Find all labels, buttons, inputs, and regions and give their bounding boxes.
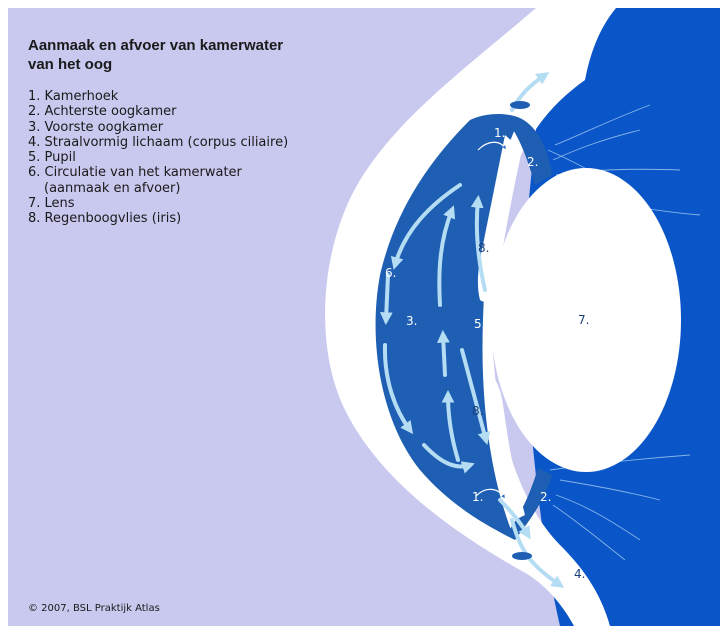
label-pupil: 5. bbox=[474, 317, 485, 331]
label-straalvormig: 4. bbox=[574, 567, 585, 581]
schlemm-canal-bottom bbox=[512, 552, 532, 560]
legend-item: (aanmaak en afvoer) bbox=[28, 181, 288, 196]
copyright-notice: © 2007, BSL Praktijk Atlas bbox=[28, 603, 160, 614]
legend-item: 4. Straalvormig lichaam (corpus ciliaire… bbox=[28, 135, 288, 150]
legend-item: 5. Pupil bbox=[28, 150, 288, 165]
legend-item: 1. Kamerhoek bbox=[28, 89, 288, 104]
legend-item: 6. Circulatie van het kamerwater bbox=[28, 165, 288, 180]
label-iris-bottom: 8. bbox=[472, 404, 483, 418]
figure-title-line1: Aanmaak en afvoer van kamerwater bbox=[28, 36, 428, 55]
legend-item: 2. Achterste oogkamer bbox=[28, 104, 288, 119]
circulation-arrow bbox=[386, 275, 388, 320]
legend-item: 3. Voorste oogkamer bbox=[28, 120, 288, 135]
legend-item: 8. Regenboogvlies (iris) bbox=[28, 211, 288, 226]
label-achterste-bottom: 2. bbox=[540, 490, 551, 504]
circulation-arrow bbox=[443, 335, 445, 375]
label-kamerhoek-top: 1. bbox=[494, 126, 505, 140]
figure-title-line2: van het oog bbox=[28, 55, 428, 74]
label-circulatie: 6. bbox=[385, 266, 396, 280]
label-kamerhoek-bottom: 1. bbox=[472, 490, 483, 504]
label-iris-top: 8. bbox=[478, 241, 489, 255]
legend-item: 7. Lens bbox=[28, 196, 288, 211]
label-voorste: 3. bbox=[406, 314, 417, 328]
label-lens: 7. bbox=[578, 313, 589, 327]
legend: 1. Kamerhoek 2. Achterste oogkamer 3. Vo… bbox=[28, 89, 288, 227]
figure-title: Aanmaak en afvoer van kamerwater van het… bbox=[28, 36, 428, 74]
schlemm-canal-top bbox=[510, 101, 530, 109]
label-achterste-top: 2. bbox=[527, 155, 538, 169]
